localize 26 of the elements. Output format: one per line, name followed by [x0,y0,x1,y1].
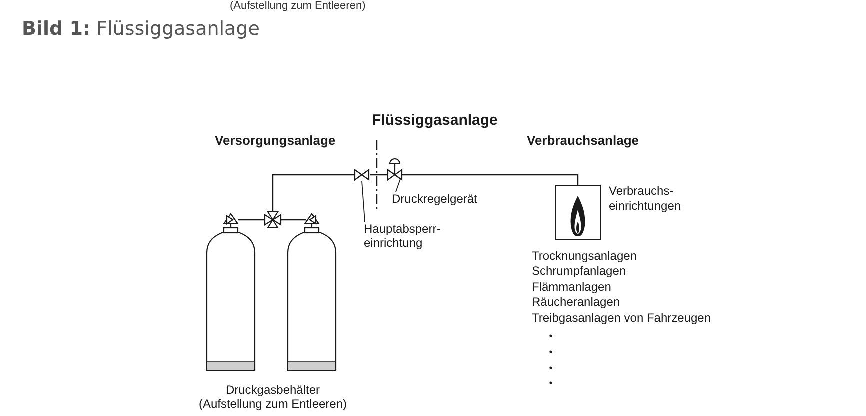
gas-cylinder [205,211,257,372]
leader-line [362,180,366,222]
gas-pipe [272,174,354,212]
section-heading: Flüssiggasanlage [372,112,498,129]
gas-pipe [281,219,306,221]
leader-label: Hauptabsperr- einrichtung [364,222,454,250]
list-item: Schrumpfanlagen [532,264,626,278]
gas-pipe [402,174,579,185]
section-heading: Versorgungsanlage [215,133,336,148]
pressure-regulator [387,157,403,182]
node-caption: Verbrauchs- einrichtungen [609,184,682,214]
figure-title: Bild 1: Flüssiggasanlage [22,18,260,40]
caption-fragment: (Aufstellung zum Entleeren) [230,0,366,12]
list-item: Trocknungsanlagen [532,249,637,263]
list-item: Flämmanlagen [532,280,612,294]
gas-pipe [370,174,388,176]
leader-label: Druckregelgerät [392,192,487,206]
list-item: Treibgasanlagen von Fahrzeugen [532,311,712,325]
gas-cylinder [286,211,338,372]
part-label: Druckgasbehälter (Aufstellung zum Entleeren) [198,383,348,411]
changeover-valve [265,212,281,228]
section-heading: Verbrauchsanlage [527,133,639,148]
list-item: Räucheranlagen [532,295,620,309]
burner-box [555,185,601,240]
gas-pipe [238,219,265,221]
shutoff-valve [354,169,370,181]
